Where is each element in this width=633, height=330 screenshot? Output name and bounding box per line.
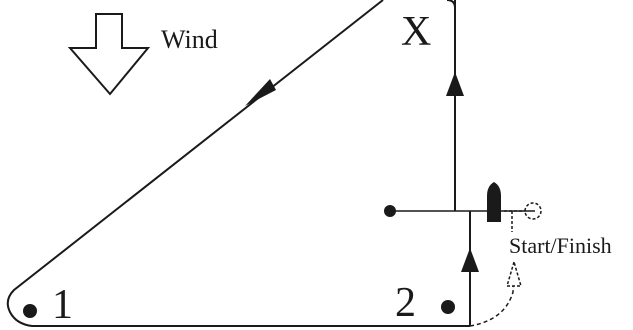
finish-approach-arrow-icon xyxy=(506,259,522,287)
arrow-from-mark-2-icon xyxy=(461,248,479,272)
mark-1-label: 1 xyxy=(52,282,73,328)
start-finish-label: Start/Finish xyxy=(509,233,612,258)
mark-2-buoy xyxy=(441,300,455,314)
arrow-diagonal-icon xyxy=(245,79,276,106)
finish-approach-dashed-path xyxy=(469,271,515,327)
start-pin-buoy xyxy=(384,205,396,217)
committee-boat-icon xyxy=(487,182,501,222)
course-corner-x xyxy=(446,0,456,9)
finish-mark-dashed xyxy=(524,202,542,220)
arrow-upwind-icon xyxy=(446,72,464,96)
wind-arrow-icon xyxy=(67,13,151,96)
course-leg-diagonal xyxy=(6,0,470,327)
mark-2-label: 2 xyxy=(395,280,416,326)
mark-x-label: X xyxy=(401,9,431,55)
wind-label: Wind xyxy=(161,25,218,54)
mark-1-buoy xyxy=(23,304,37,318)
